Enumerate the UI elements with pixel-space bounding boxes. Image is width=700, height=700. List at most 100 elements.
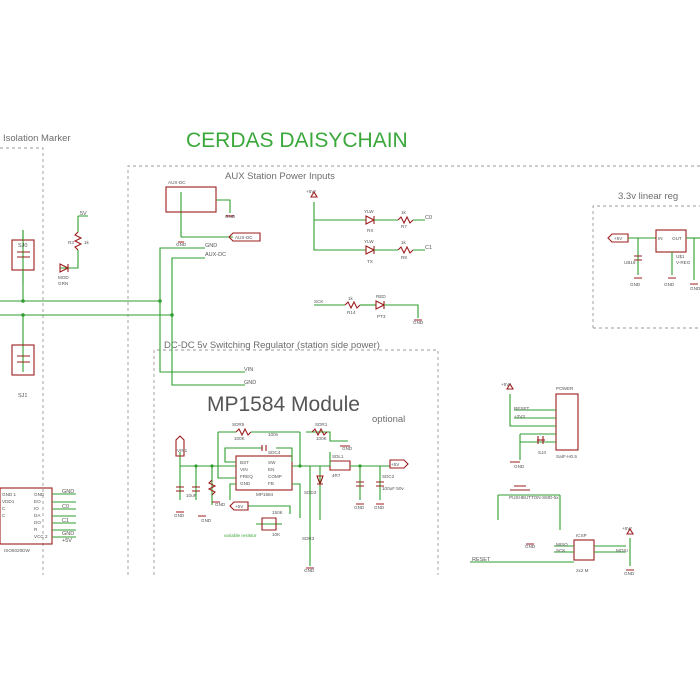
label-vreg: V-REG bbox=[676, 260, 691, 265]
label-gnd-c3: GND bbox=[354, 505, 365, 510]
label-ylw-1: YLW bbox=[364, 209, 374, 214]
vin-flag-module bbox=[175, 435, 185, 457]
label-u-out: OUT bbox=[672, 236, 682, 241]
label-gnd-bottom-mod: GND bbox=[304, 568, 315, 573]
resistor-r3 bbox=[60, 215, 88, 269]
label-sdl1: SDL1 bbox=[332, 454, 344, 459]
label-reset-sw: PUSHBUTTON-SMD-5x bbox=[509, 495, 559, 500]
label-sdr1-val: 100K bbox=[316, 436, 328, 441]
label-5v-flag-lin: +5V bbox=[614, 236, 623, 241]
label-power-pin-3v3: +3V3 bbox=[514, 414, 525, 419]
label-sdc4: SDC4 bbox=[268, 450, 281, 455]
net-label-gnd-top: GND bbox=[205, 243, 217, 249]
label-var-res: variable resistor bbox=[224, 533, 257, 538]
label-5v-star-power: +5V* bbox=[501, 382, 511, 387]
schematic-title: CERDAS DAISYCHAIN bbox=[186, 129, 408, 152]
label-power-part: SaIF-H0.5 bbox=[556, 454, 577, 459]
label-jack-gnd2: GND bbox=[176, 242, 187, 247]
aux-dc-jack bbox=[165, 186, 231, 213]
mp1584-pin-r-0: SW bbox=[268, 460, 276, 465]
net-label-gnd-bottom: GND bbox=[244, 380, 256, 386]
label-gnd-sck: GND bbox=[413, 320, 424, 325]
label-150k: 150K bbox=[272, 510, 284, 515]
sck-led-network bbox=[314, 300, 419, 318]
label-4r7: 4R7 bbox=[332, 473, 341, 478]
ground-symbols bbox=[176, 215, 698, 571]
label-sck: SCK bbox=[314, 299, 324, 304]
left-ic-pin-r-4: DO bbox=[34, 520, 41, 525]
label-u-reg: U$1 bbox=[676, 254, 685, 259]
left-net-gnd: GND bbox=[62, 489, 74, 495]
label-vin-flag: VIN1 bbox=[177, 448, 188, 453]
label-5v-star-aux: +5V* bbox=[306, 189, 316, 194]
left-isolator-ic bbox=[0, 487, 76, 545]
plus5v-flag-in bbox=[229, 501, 249, 511]
label-icsp-sck: SCK bbox=[556, 548, 566, 553]
label-sj1: SJ1 bbox=[18, 393, 27, 399]
label-gnd-c2: GND bbox=[201, 518, 212, 523]
label-1k-b: 1k bbox=[401, 240, 407, 245]
mp1584-module bbox=[176, 427, 390, 566]
auxdc-flag bbox=[228, 232, 261, 242]
label-r14: R14 bbox=[347, 310, 356, 315]
left-ic-pin-r-3: DA bbox=[34, 513, 41, 518]
left-ic-pin-l-0: GND 1 bbox=[2, 492, 16, 497]
label-gnd-power: GND bbox=[514, 464, 525, 469]
label-rx: RX bbox=[367, 228, 373, 233]
label-5v-flag-out: +5V bbox=[391, 462, 400, 467]
label-ylw-2: YLW bbox=[364, 239, 374, 244]
linear-regulator bbox=[607, 229, 700, 280]
left-ic-pin-l-3: C bbox=[2, 513, 6, 518]
left-net-5v: +5V bbox=[62, 538, 72, 544]
label-sj4: SJ4 bbox=[538, 450, 546, 455]
section-module-label: MP1584 Module bbox=[207, 393, 360, 416]
plus5v-flag-out bbox=[389, 459, 409, 469]
label-sdc2-val: 100uF 50v bbox=[382, 486, 404, 491]
mp1584-pin-l-0: BST bbox=[240, 460, 249, 465]
net-label-vin-bottom: VIN bbox=[244, 367, 253, 373]
left-ic-pin-l-1: VDD1 bbox=[2, 499, 15, 504]
mp1584-name: MP1584 bbox=[256, 492, 274, 497]
label-power-pin-reset: RESET bbox=[514, 406, 530, 411]
section-frames bbox=[0, 147, 700, 575]
label-sdc2: SDC2 bbox=[382, 474, 395, 479]
mp1584-pin-l-2: FREQ bbox=[240, 474, 253, 479]
label-u-in: IN bbox=[658, 236, 663, 241]
label-power-hdr: POWER bbox=[556, 386, 574, 391]
label-r8: R8 bbox=[401, 255, 407, 260]
net-label-auxdc-top: AUX-DC bbox=[205, 252, 226, 258]
label-led-green: GRN bbox=[58, 281, 68, 286]
section-linear-label: 3.3v linear reg bbox=[618, 191, 678, 202]
label-10k: 10K bbox=[272, 532, 281, 537]
main-nets bbox=[0, 192, 245, 386]
label-tx: TX bbox=[367, 259, 373, 264]
left-ic-pin-l-2: C bbox=[2, 506, 6, 511]
label-gnd-c3b: GND bbox=[215, 502, 226, 507]
label-1k-a: 1k bbox=[401, 210, 407, 215]
left-ic-pin-r-1: EO bbox=[34, 499, 41, 504]
label-r3: R3 bbox=[68, 240, 74, 245]
mp1584-pin-r-1: EN bbox=[268, 467, 274, 472]
label-1k-c: 1k bbox=[348, 296, 354, 301]
label-gnd-icsp: GND bbox=[624, 571, 635, 576]
label-gnd-sdr1: GND bbox=[342, 446, 353, 451]
label-gnd-sdc2: GND bbox=[374, 505, 385, 510]
label-icsp: ICSP bbox=[576, 533, 587, 538]
left-net-gnd2: GND bbox=[62, 531, 74, 537]
label-c0-net: C0 bbox=[425, 215, 432, 221]
jumper-sj1 bbox=[11, 344, 35, 376]
aux-led-network bbox=[310, 190, 425, 255]
flag-auxdc-text: AUX-DC bbox=[235, 235, 253, 240]
mp1584-pin-l-3: GND bbox=[240, 481, 251, 486]
label-5v-left: 5V bbox=[80, 211, 87, 217]
label-sdr5-val: 100K bbox=[234, 436, 246, 441]
left-net-c0: C0 bbox=[62, 504, 69, 510]
label-pt3: PT3 bbox=[377, 314, 386, 319]
led-green bbox=[59, 263, 70, 273]
label-5v-star-icsp: +5V* bbox=[622, 526, 632, 531]
left-net-c1: C1 bbox=[62, 518, 69, 524]
label-icsp-part: 2x2 M bbox=[576, 568, 589, 573]
label-100n: 100n bbox=[268, 432, 279, 437]
label-sj0: SJ0 bbox=[18, 243, 27, 249]
